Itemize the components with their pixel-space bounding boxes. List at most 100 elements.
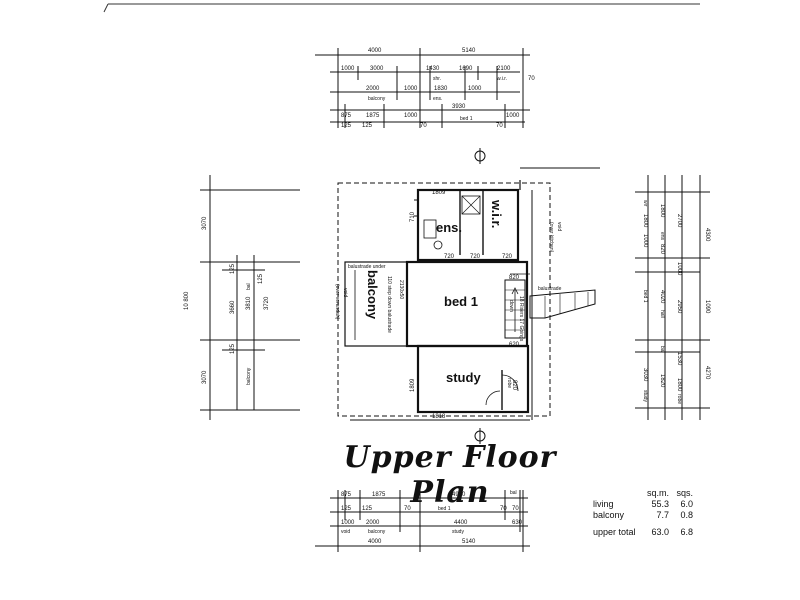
stair-risers-note: 18 Risers 17 Goings [518, 296, 524, 342]
area-row-sqs: 6.8 [680, 527, 693, 537]
top-dimension-block [315, 48, 530, 128]
area-row: balcony 7.7 0.8 [593, 510, 703, 521]
area-header-sqs: sqs. [676, 488, 693, 498]
dim-label: 1530 [676, 352, 682, 366]
plan-title: Upper Floor Plan [343, 440, 557, 510]
area-header-row: sq.m. sqs. [593, 488, 703, 499]
dim-label: 1690 [459, 66, 473, 72]
dim-label: 4000 [368, 48, 382, 54]
dim-room-label: bal [246, 283, 252, 290]
void-right-label: void [556, 222, 562, 231]
dim-label: 10 800 [184, 291, 190, 310]
bottom-dimension-labels: 875 1875 4930 bal 125 125 70 70 70 bed 1… [341, 490, 523, 545]
dim-label: 3660 [230, 300, 236, 314]
dim-room-label: w.i.r. [497, 76, 507, 82]
dim-label: 2000 [366, 86, 380, 92]
area-row: living 55.3 6.0 [593, 499, 703, 510]
area-schedule: sq.m. sqs. living 55.3 6.0 balcony 7.7 0… [593, 488, 703, 538]
dim-label: 710 [410, 211, 416, 222]
dim-label: 720 [502, 254, 513, 260]
dim-label: 820 [511, 380, 517, 391]
dim-label: 3070 [202, 216, 208, 230]
dim-label: 125 [258, 273, 264, 284]
area-row-sqs: 0.8 [680, 510, 693, 520]
dim-room-label: wir [642, 200, 648, 207]
dim-label: 1809 [410, 378, 416, 392]
dim-room-label: balcony [368, 96, 386, 102]
dim-room-label: ens [659, 232, 665, 241]
dim-label: 125 [341, 506, 352, 512]
dim-label: 4270 [704, 366, 710, 380]
dim-label: 125 [230, 263, 236, 274]
dim-label: 1000 [404, 113, 418, 119]
dim-room-label: study [452, 529, 464, 535]
dim-label: 720 [444, 254, 455, 260]
left-dimension-labels: 3070 10 800 3070 125 3660 125 3810 125 3… [184, 216, 270, 385]
void-right-sub-label: (over kitchen) [548, 222, 554, 253]
dim-label: 3070 [202, 370, 208, 384]
scan-edge-line [103, 3, 109, 13]
dim-room-label: hall [659, 310, 665, 318]
dim-label: 2000 [366, 520, 380, 526]
dim-label: 70 [528, 76, 535, 82]
area-row-name: upper total [593, 527, 636, 537]
room-label-wir: w.i.r. [489, 199, 504, 228]
dim-label: 2950 [676, 300, 682, 314]
dim-label: 875 [341, 492, 352, 498]
plan-walls [337, 167, 600, 421]
dim-label: 1830 [434, 86, 448, 92]
dim-label: 1000 [341, 66, 355, 72]
area-row-sqm: 7.7 [656, 510, 669, 520]
dim-label: 5140 [462, 539, 476, 545]
room-label-bed-1: bed 1 [444, 294, 478, 309]
dim-room-label: shr. [433, 76, 441, 82]
dim-label: 1875 [372, 492, 386, 498]
dim-label: 3810 [246, 296, 252, 310]
area-row-sqm: 55.3 [651, 499, 669, 509]
balustrade-under-label: balustrade under [348, 264, 386, 270]
dim-label: 1875 [366, 113, 380, 119]
area-row-name: living [593, 499, 614, 509]
dim-room-label: ens. [433, 96, 442, 102]
dim-room-label: robe [676, 394, 682, 404]
dim-label: 4300 [704, 228, 710, 242]
dim-label: 2700 [676, 214, 682, 228]
dim-label: 1818 [432, 414, 446, 420]
dim-label: 70 [512, 506, 519, 512]
dim-label: 3720 [264, 296, 270, 310]
dim-label: 4400 [454, 520, 468, 526]
stair-down-label: down [508, 300, 514, 312]
right-dimension-block [635, 175, 710, 420]
balcony-size-note: 2130x50 [398, 280, 404, 299]
dim-label: 1809 [432, 190, 446, 196]
left-dimension-block [200, 175, 300, 420]
dim-room-label: balcony [368, 529, 386, 535]
plan-room-labels: ens. w.i.r. balcony bed 1 study robe voi… [334, 199, 562, 388]
dim-room-label: bal [659, 346, 665, 353]
dim-label: 70 [496, 123, 503, 129]
void-left-label: void [342, 288, 348, 297]
dim-label: 875 [341, 113, 352, 119]
area-row-sqm: 63.0 [651, 527, 669, 537]
dim-label: 1800 [676, 378, 682, 392]
area-row-sqs: 6.0 [680, 499, 693, 509]
dim-label: 2100 [497, 66, 511, 72]
dim-label: 1430 [426, 66, 440, 72]
void-left-sub-label: (over verandah) [334, 284, 340, 320]
plan-dimension-labels: 1809 1818 1809 720 720 720 820 620 820 7… [410, 190, 520, 420]
dim-label: 1090 [704, 300, 710, 314]
room-label-study: study [446, 370, 481, 385]
dim-label: 70 [420, 123, 427, 129]
dim-label: 3930 [452, 104, 466, 110]
right-dimension-labels: 1800 1800 2700 4300 wir ens 1000 820 100… [642, 200, 710, 404]
section-marker-bottom [474, 428, 486, 444]
dim-label: 1800 [642, 214, 648, 228]
dim-label: 4000 [368, 539, 382, 545]
balcony-step-note: 110 step down balustrade [386, 276, 392, 333]
dim-label: 1000 [642, 234, 648, 248]
dim-label: 1000 [341, 520, 355, 526]
section-marker-top [474, 148, 486, 164]
dim-label: 4020 [659, 290, 665, 304]
room-label-ens: ens. [436, 220, 462, 235]
